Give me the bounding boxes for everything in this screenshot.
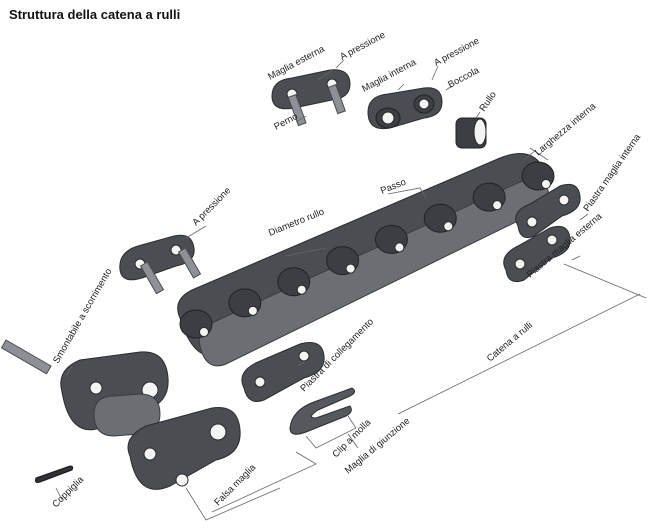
chain-pin-hole	[345, 263, 356, 274]
label-maglia-interna: Maglia interna	[360, 57, 418, 95]
label-a-pressione-1: A pressione	[338, 30, 387, 63]
label-passo: Passo	[379, 177, 408, 197]
label-boccola: Boccola	[446, 65, 482, 91]
label-larghezza-interna: Larghezza interna	[533, 101, 599, 159]
label-catena-a-rulli: Catena a rulli	[485, 320, 535, 364]
label-smontabile-a-scorrimento: Smontabile a scorrimento	[51, 267, 114, 366]
chain-pin-hole	[492, 200, 503, 211]
slip-fit-link-part	[0, 339, 169, 437]
label-diametro-rullo: Diametro rullo	[267, 206, 326, 238]
label-a-pressione-2: A pressione	[432, 36, 481, 69]
label-maglia-di-giunzione: Maglia di giunzione	[343, 416, 412, 477]
chain-pin-hole	[199, 327, 209, 337]
spring-clip-part	[289, 387, 356, 435]
outer-link-part	[271, 69, 351, 127]
label-a-pressione-3: A pressione	[190, 185, 233, 228]
label-piastra-maglia-interna: Piastra maglia interna	[581, 132, 643, 214]
offset-link-part	[127, 406, 241, 490]
press-fit-link-part	[119, 234, 202, 295]
chain-pin-hole	[247, 305, 258, 316]
label-rullo: Rullo	[477, 90, 498, 114]
roller-part	[455, 117, 487, 149]
outer-plate-part	[503, 225, 571, 283]
chain-pin-hole	[541, 179, 551, 189]
chain-pin-hole	[296, 284, 307, 295]
label-coppiglia: Coppiglia	[50, 474, 86, 510]
cotter-pin-part	[35, 465, 74, 483]
diagram-title: Struttura della catena a rulli	[9, 7, 181, 22]
connecting-plate-part	[241, 342, 325, 402]
chain-pin-hole	[443, 221, 454, 232]
chain-pin-hole	[394, 242, 405, 253]
main-chain	[177, 153, 555, 367]
inner-plate-part	[515, 183, 581, 239]
label-perno: Perno	[272, 111, 300, 133]
leader-lines	[55, 59, 647, 521]
inner-link-part	[367, 87, 443, 130]
